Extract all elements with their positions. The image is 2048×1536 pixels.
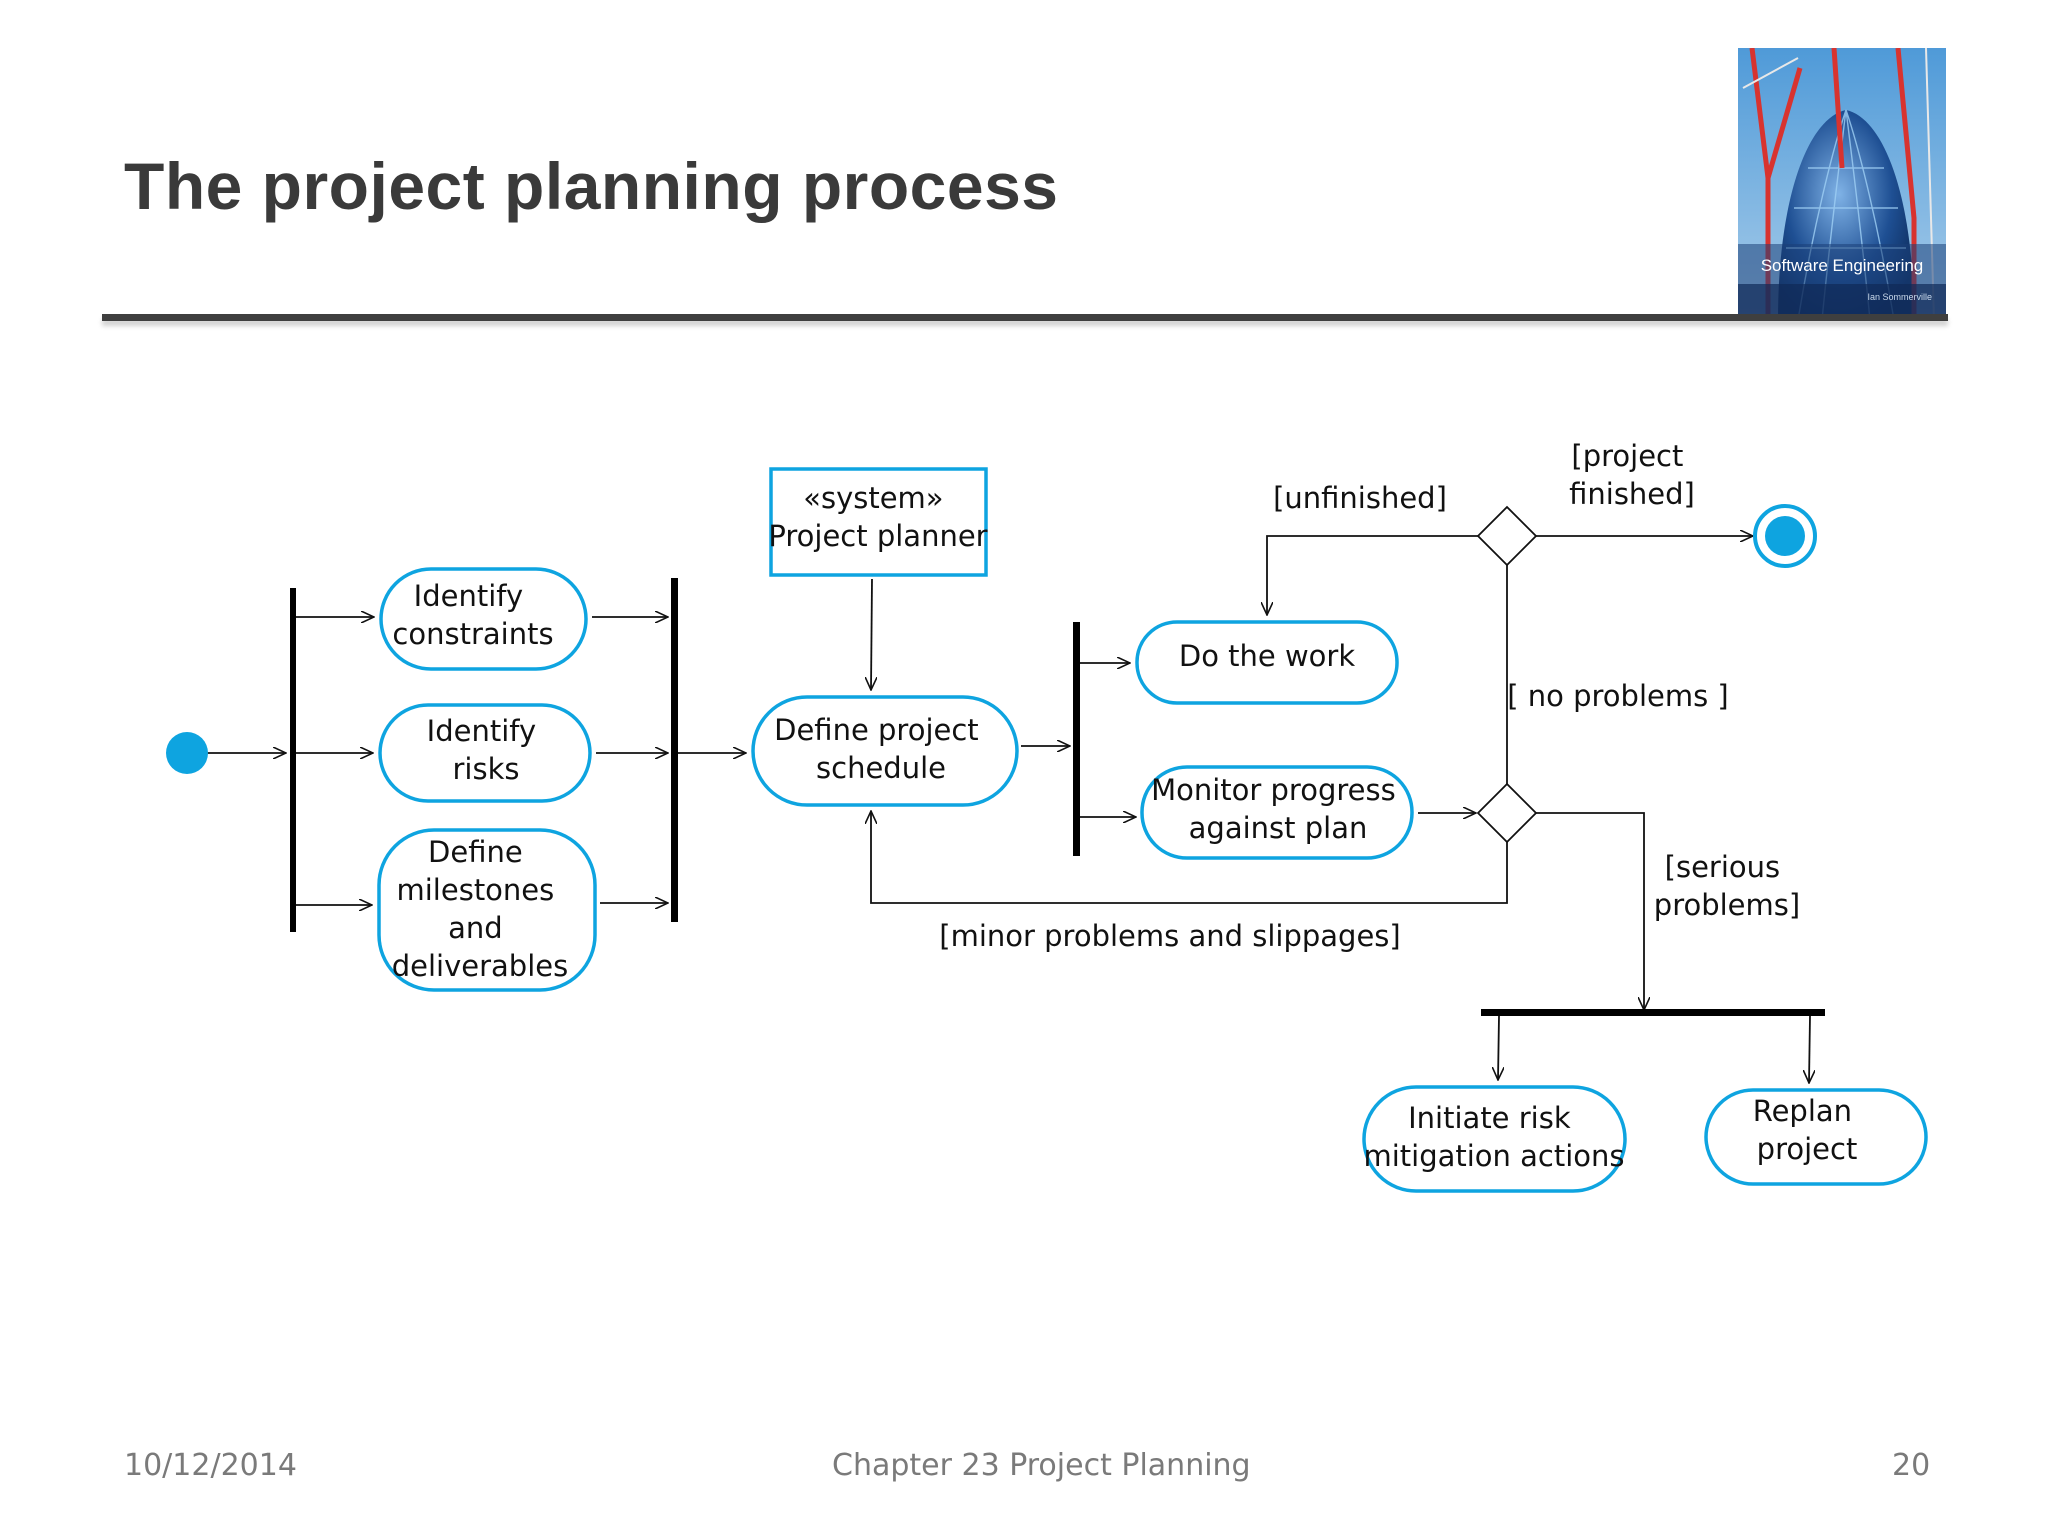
label-system-planner: «system» Project planner	[768, 481, 987, 553]
label-identify-risks: Identify risks	[427, 714, 546, 786]
flow-fork-initiate	[1498, 1015, 1499, 1080]
guard-minor-problems: [minor problems and slippages]	[939, 919, 1400, 953]
node-identify-risks	[378, 703, 592, 803]
final-node-inner	[1765, 516, 1805, 556]
flow-serious-problems	[1536, 812, 1644, 1010]
cover-title-text: Software Engineering	[1760, 256, 1924, 275]
guard-project-finished: [project finished]	[1569, 439, 1695, 511]
flow-unfinished	[1267, 535, 1511, 615]
node-system-planner	[769, 467, 988, 577]
guard-serious-problems: [serious problems]	[1654, 850, 1800, 922]
node-identify-constraints	[379, 567, 588, 671]
guard-no-problems: [ no problems ]	[1507, 679, 1729, 713]
label-monitor-progress: Monitor progress against plan	[1151, 773, 1405, 845]
node-initiate-risk	[1362, 1085, 1627, 1193]
node-monitor-progress	[1140, 765, 1414, 860]
label-do-work: Do the work	[1179, 639, 1355, 673]
label-initiate-risk: Initiate risk mitigation actions	[1363, 1101, 1624, 1173]
flow-minor-problems	[871, 811, 1508, 904]
flow-fork-replan	[1809, 1015, 1810, 1083]
footer-chapter: Chapter 23 Project Planning	[832, 1448, 1251, 1483]
cover-author-text: Ian Sommerville	[1867, 292, 1932, 302]
decision-diamond-bottom	[1476, 782, 1538, 844]
label-define-milestones: Define milestones and deliverables	[392, 835, 568, 983]
footer-page-number: 20	[1892, 1448, 1931, 1483]
label-define-schedule: Define project schedule	[774, 713, 988, 785]
decision-diamond-top	[1476, 505, 1538, 567]
flow-planner-schedule	[871, 578, 872, 690]
footer-date: 10/12/2014	[124, 1448, 297, 1483]
label-replan: Replan project	[1753, 1094, 1862, 1166]
fork-bar-1	[290, 588, 296, 932]
title-divider	[102, 314, 1948, 321]
node-define-milestones	[377, 828, 597, 992]
node-define-schedule	[751, 695, 1019, 807]
guard-unfinished: [unfinished]	[1273, 481, 1447, 515]
slide-title: The project planning process	[124, 149, 1059, 223]
fork-bar-2	[1073, 622, 1080, 856]
node-replan	[1704, 1088, 1928, 1186]
label-identify-constraints: Identify constraints	[392, 579, 553, 651]
node-do-work	[1135, 620, 1399, 705]
initial-node	[166, 732, 208, 774]
join-bar-1	[671, 578, 678, 922]
fork-bar-3	[1481, 1009, 1825, 1016]
